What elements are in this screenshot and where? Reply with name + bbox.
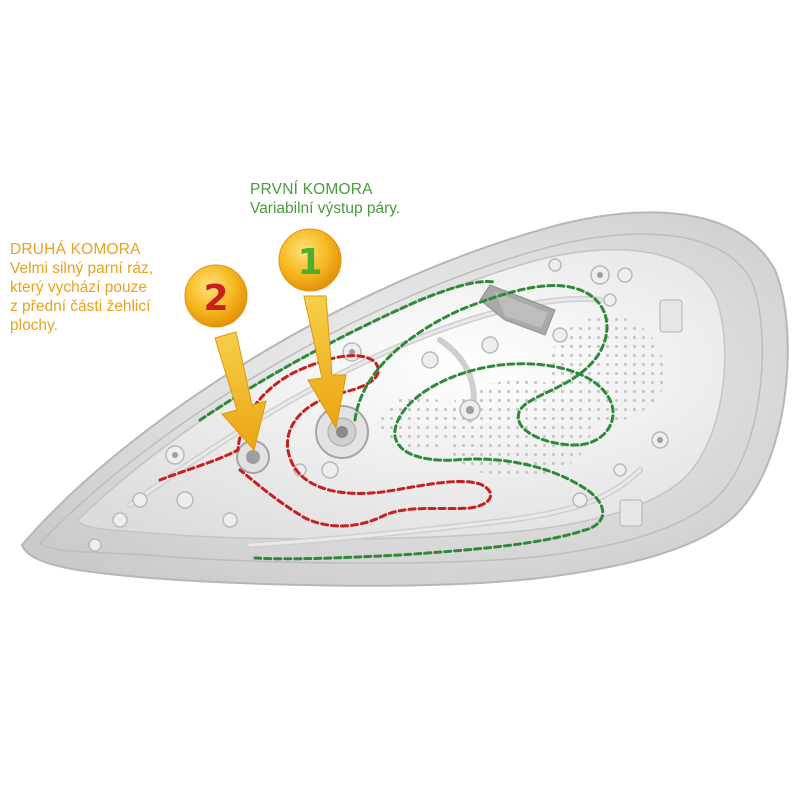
marker-two: 2 bbox=[184, 264, 248, 328]
steam-holes-area-middle bbox=[444, 380, 592, 479]
second-chamber-line-3: z přední části žehlicí bbox=[10, 298, 151, 315]
second-chamber-title: DRUHÁ KOMORA bbox=[10, 241, 141, 258]
steam-holes-area-left bbox=[380, 396, 455, 452]
arrow-one bbox=[303, 295, 347, 430]
marker-one-label: 1 bbox=[297, 242, 322, 283]
first-chamber-title: PRVNÍ KOMORA bbox=[250, 181, 373, 198]
second-chamber-line-2: který vychází pouze bbox=[10, 279, 147, 296]
marker-two-label: 2 bbox=[203, 278, 228, 319]
second-chamber-line-1: Velmi silný parní ráz, bbox=[10, 260, 153, 277]
outlet-second bbox=[236, 440, 270, 474]
first-chamber-caption: PRVNÍ KOMORA Variabilní výstup páry. bbox=[250, 180, 400, 218]
steam-holes-area-upper bbox=[547, 315, 666, 426]
screw-bosses bbox=[88, 258, 669, 552]
outlet-first bbox=[315, 405, 369, 459]
first-chamber-line-1: Variabilní výstup páry. bbox=[250, 200, 401, 217]
soleplate-rim bbox=[38, 233, 764, 564]
first-chamber-steam-path bbox=[253, 284, 615, 561]
marker-one: 1 bbox=[278, 228, 342, 292]
second-chamber-steam-path bbox=[158, 354, 493, 528]
second-chamber-caption: DRUHÁ KOMORA Velmi silný parní ráz, kter… bbox=[10, 240, 153, 335]
second-chamber-line-4: plochy. bbox=[10, 317, 58, 334]
arrow-two bbox=[214, 331, 267, 452]
